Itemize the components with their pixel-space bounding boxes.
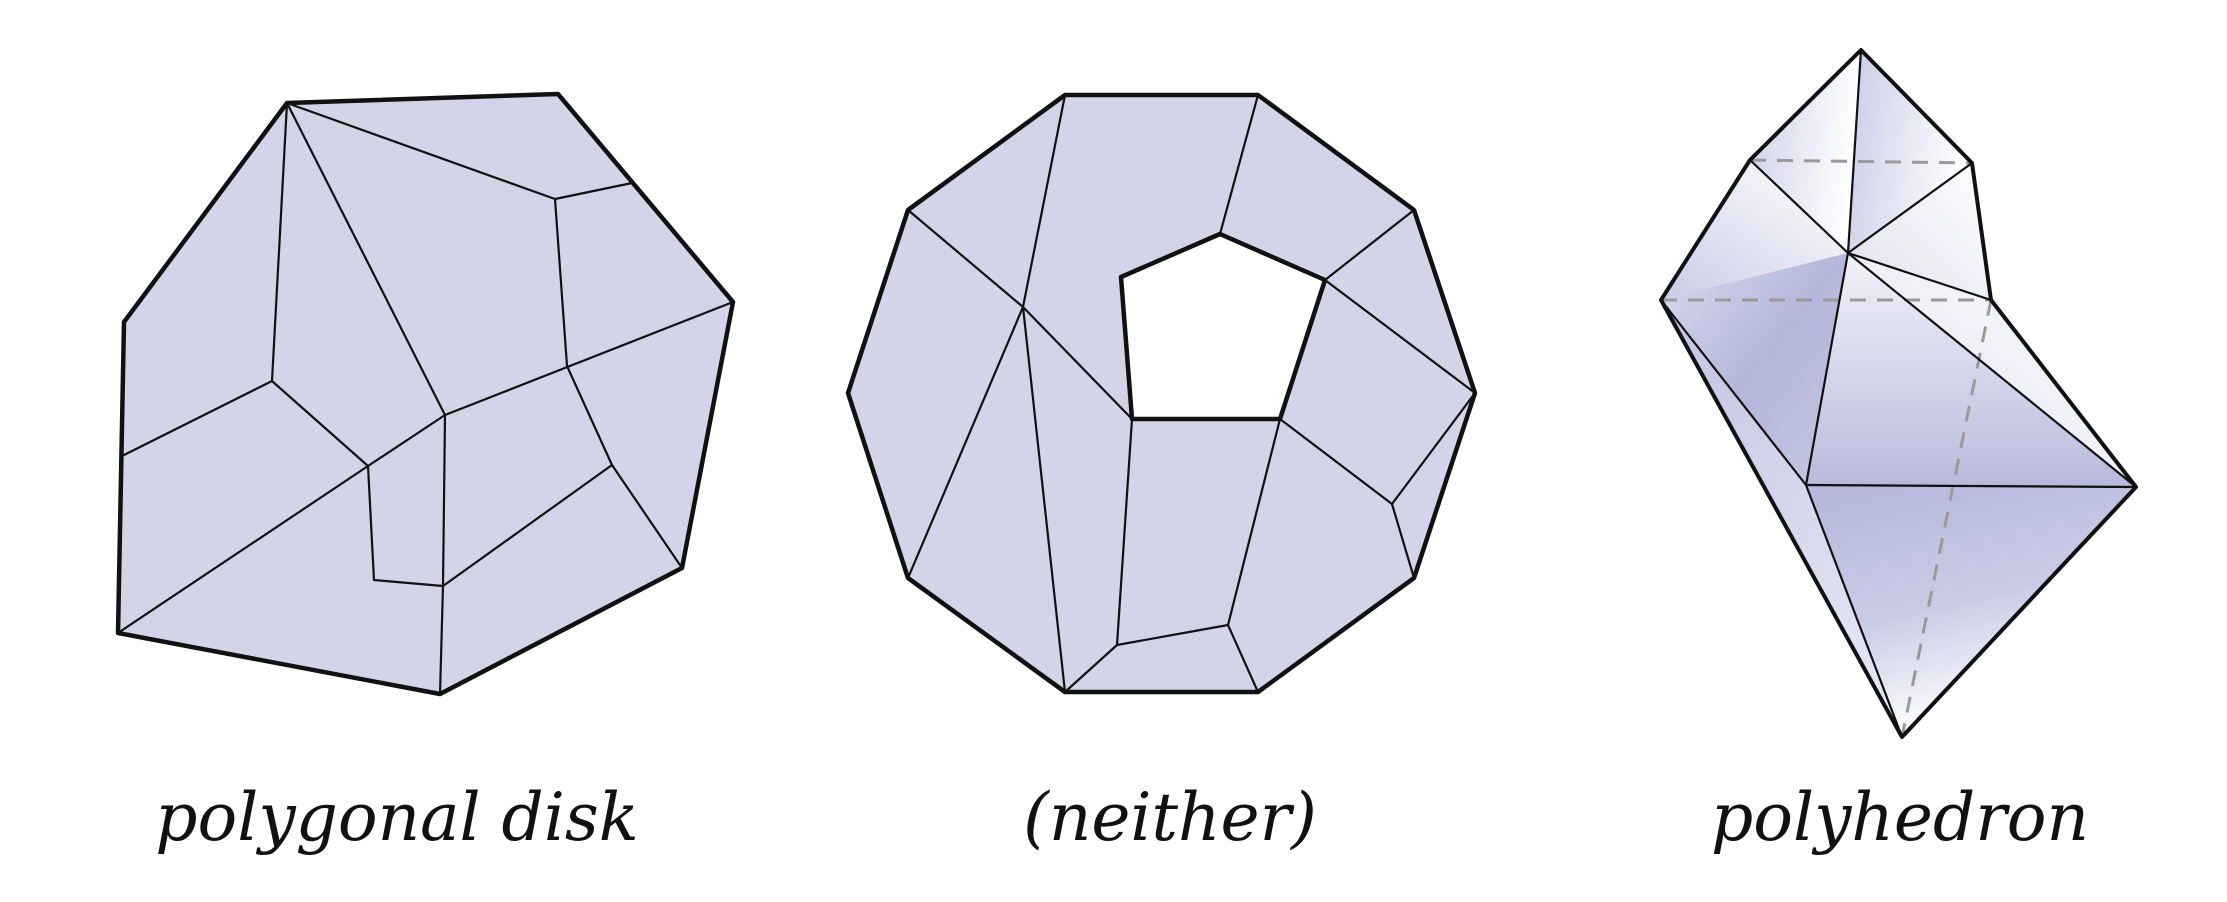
annulus-fill xyxy=(848,95,1475,692)
annulus-diagram xyxy=(845,92,1478,695)
disk-boundary xyxy=(115,91,736,697)
polyhedron-edges xyxy=(1659,48,2138,739)
disk-interior-edges xyxy=(116,101,735,696)
polygonal-disk-diagram xyxy=(115,91,736,697)
disk-fill xyxy=(118,94,733,694)
annulus-interior-edges xyxy=(906,93,1477,694)
polyhedron-hidden-edges xyxy=(1661,158,1993,738)
polyhedron-diagram xyxy=(1659,48,2138,739)
caption-polyhedron: polyhedron xyxy=(1711,779,2089,856)
annulus-outer-boundary xyxy=(845,92,1478,695)
polyhedron-silhouette xyxy=(1659,48,2138,739)
caption-polygonal-disk: polygonal disk xyxy=(155,779,639,856)
caption-neither: (neither) xyxy=(1023,779,1317,856)
annulus-inner-boundary xyxy=(1118,231,1328,422)
